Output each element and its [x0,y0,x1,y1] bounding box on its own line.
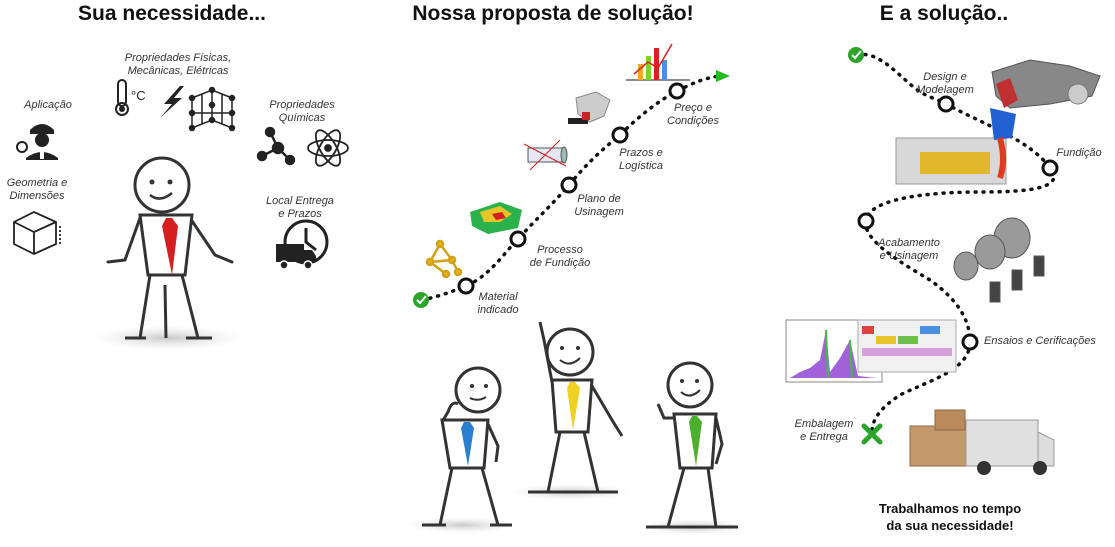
label-geometria: Geometria e Dimensões [6,177,68,202]
label-ensaios-certificacoes: Ensaios e Cerificações [984,335,1096,347]
lightning-icon [160,86,184,118]
worker-icon [16,124,58,160]
needs-title: Sua necessidade... [78,2,266,25]
goal-arrow-icon [716,70,730,82]
footer-note: Trabalhamos no tempo da sua necessidade! [878,501,1022,533]
machining-diagram-icon [523,139,568,171]
milestone-ensaios [961,333,979,351]
milestone-processo [509,230,527,248]
engine-part-model-icon [991,59,1101,109]
casting-ladle-icon [895,108,1016,185]
label-acabamento-usinagem: Acabamento e Usinagem [878,237,940,262]
proposal-title: Nossa proposta de solução! [412,2,694,25]
cube-icon [13,211,61,255]
finish-x-icon [861,423,883,445]
map-icon [568,91,611,124]
thermometer-icon: °C [115,79,146,116]
label-propriedades-quimicas: Propriedades Químicas [269,99,335,124]
milestone-prazos [611,126,629,144]
milestone-design [937,95,955,113]
proposal-milestones [457,82,686,295]
solution-milestones [857,95,1059,351]
machined-parts-icon [953,217,1045,303]
label-preco-condicoes: Preço e Condições [667,102,719,127]
milestone-material [457,277,475,295]
atom-icon [307,129,349,167]
label-local-entrega: Local Entrega e Prazos [266,195,334,220]
label-design-modelagem: Design e Modelagem [916,71,974,96]
stickman-red-tie [93,156,243,350]
solution-start-check-icon [848,47,864,63]
bar-chart-icon [626,43,690,81]
label-prazos-logistica: Prazos e Logística [618,147,664,172]
milestone-usinagem [560,176,578,194]
label-propriedades-fisicas: Propriedades Físicas, Mecânicas, Elétric… [124,52,232,77]
stickman-yellow-tie [510,321,630,500]
stickman-green-tie [639,361,749,535]
simulation-mesh-icon [470,202,522,234]
solution-title: E a solução.. [879,2,1009,25]
crystal-lattice-icon [188,86,236,132]
start-check-icon [413,292,429,308]
molecule-icon [256,126,296,166]
label-fundicao: Fundição [1056,147,1102,159]
label-material-indicado: Material indicado [477,291,519,316]
stickman-blue-tie [407,366,517,533]
delivery-truck-clock-icon [276,219,329,270]
label-embalagem-entrega: Embalagem e Entrega [794,418,854,443]
milestone-fundicao [1041,159,1059,177]
label-aplicacao: Aplicação [24,99,72,111]
svg-text:°C: °C [131,88,146,103]
milestone-preco [668,82,686,100]
label-processo-fundicao: Processo de Fundição [529,244,591,269]
spectrum-chart-icon [785,319,957,383]
label-plano-usinagem: Plano de Usinagem [574,193,624,218]
delivery-van-boxes-icon [909,409,1055,475]
truss-icon [425,239,463,279]
milestone-acabamento [857,212,875,230]
